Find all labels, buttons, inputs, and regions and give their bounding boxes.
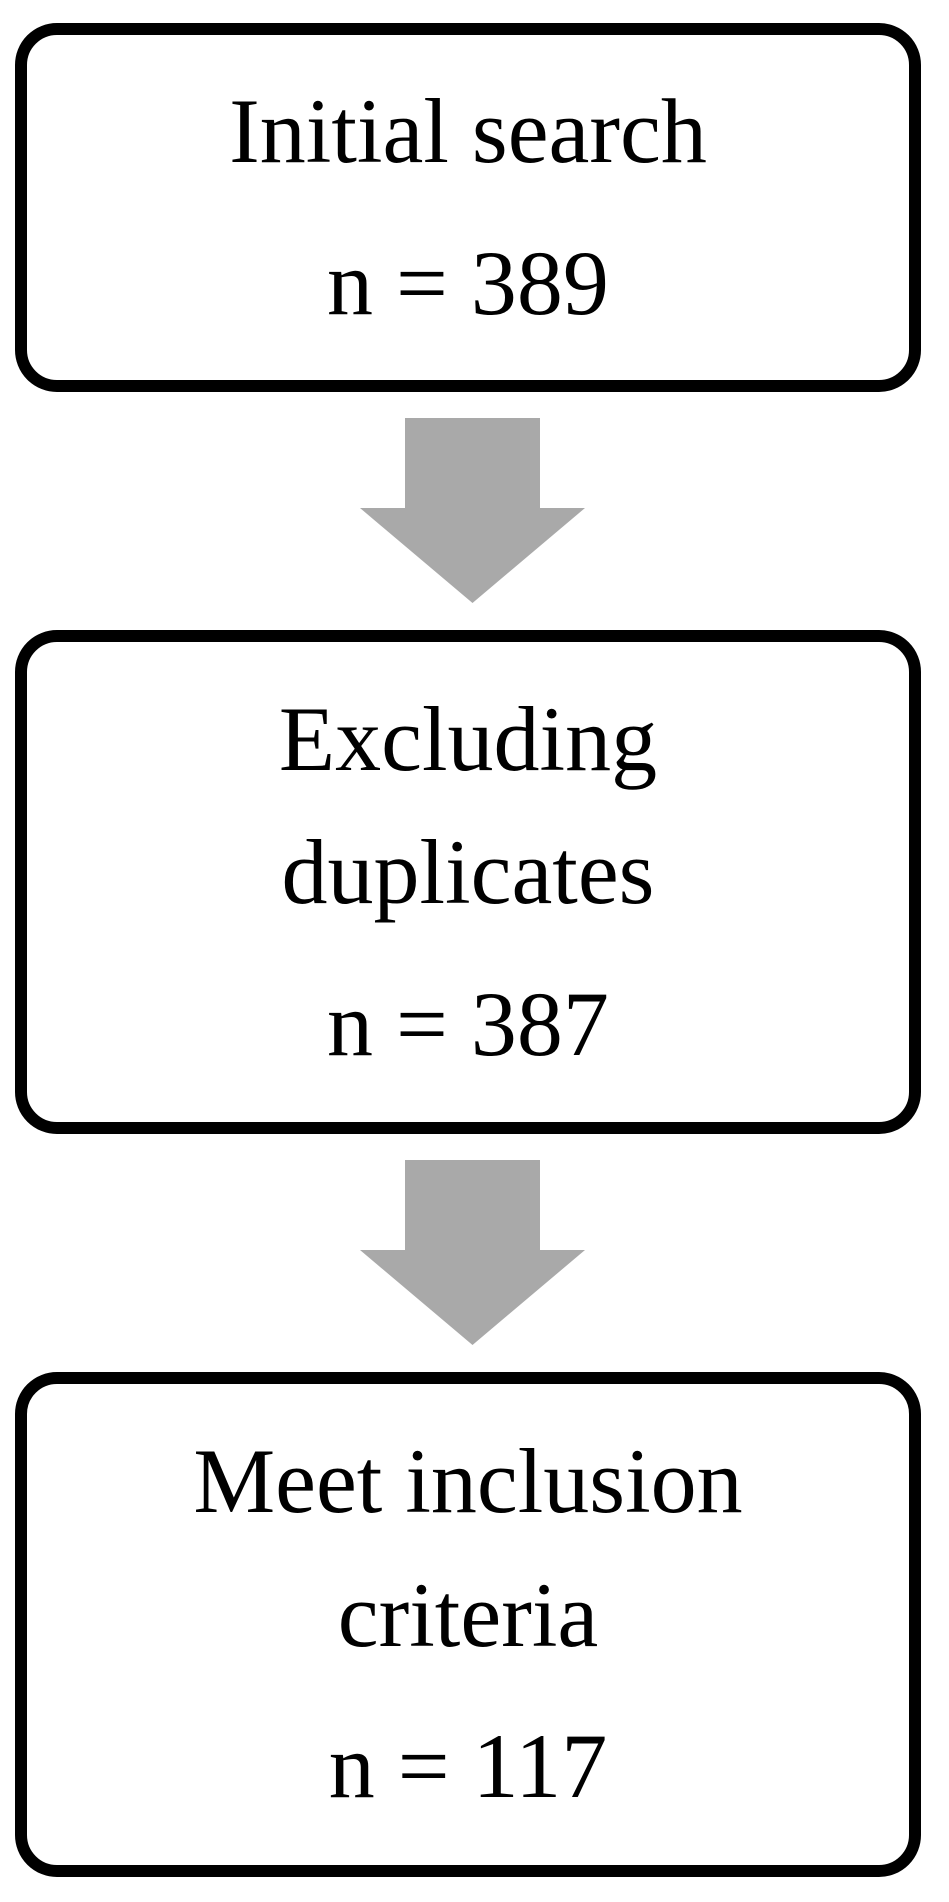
flow-box-excluding-duplicates: Excluding duplicates n = 387	[15, 630, 921, 1134]
flow-step-label: Initial search	[229, 80, 707, 183]
down-arrow-shape	[360, 418, 585, 603]
flow-box-initial-search: Initial search n = 389	[15, 23, 921, 392]
down-arrow-icon	[360, 418, 585, 603]
down-arrow-icon	[360, 1160, 585, 1345]
flow-step-count: n = 387	[327, 972, 609, 1075]
flow-step-count: n = 117	[328, 1715, 608, 1818]
down-arrow-shape	[360, 1160, 585, 1345]
flow-step-count: n = 389	[327, 231, 609, 334]
flow-step-label: Meet inclusion criteria	[193, 1430, 743, 1666]
flow-step-label: Excluding duplicates	[278, 687, 658, 924]
flow-box-meet-inclusion-criteria: Meet inclusion criteria n = 117	[15, 1372, 921, 1877]
